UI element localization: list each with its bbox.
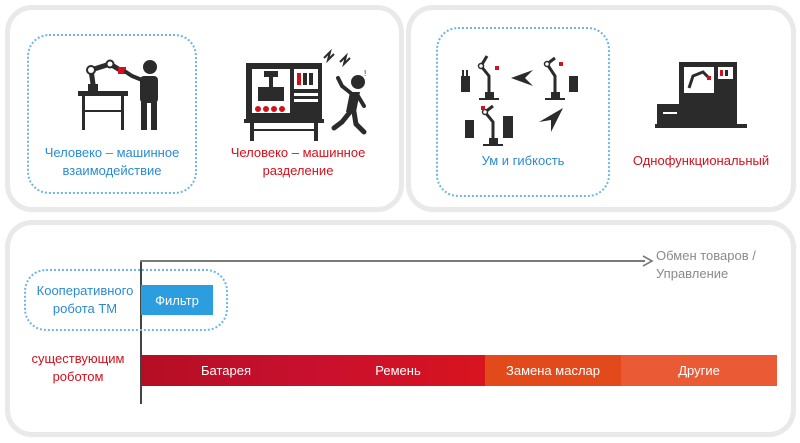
separation-label: Человеко – машинное разделение bbox=[230, 145, 366, 178]
caged-machine-icon bbox=[244, 63, 324, 141]
segment-battery: Батарея bbox=[141, 355, 311, 386]
segment-other: Другие bbox=[621, 355, 777, 386]
vertical-axis-line bbox=[140, 260, 142, 404]
collab-label: Человеко – машинное взаимодействие bbox=[44, 145, 180, 178]
flexibility-label: Ум и гибкость bbox=[481, 153, 565, 168]
cooperative-robot-label: Кооперативного робота ТМ bbox=[36, 283, 134, 316]
flexible-robot-cells-icon bbox=[461, 55, 578, 146]
application-timeline-card: Обмен товаров / Управление Кооперативног… bbox=[10, 225, 791, 432]
flexibility-highlight-box bbox=[436, 27, 610, 197]
single-function-machine-icon bbox=[655, 62, 747, 128]
existing-robot-label: существующим роботом bbox=[31, 351, 125, 384]
horizontal-axis-line bbox=[140, 260, 645, 262]
segment-belt: Ремень bbox=[311, 355, 485, 386]
human-robot-collaboration-icon bbox=[78, 59, 158, 130]
single-function-label: Однофункциональный bbox=[632, 153, 770, 168]
flexibility-vs-single-card: Ум и гибкость Однофункциональный bbox=[411, 10, 791, 207]
alarmed-person-icon: ! bbox=[323, 48, 367, 135]
collab-highlight-box bbox=[27, 34, 197, 194]
filter-bar: Фильтр bbox=[141, 285, 213, 315]
svg-text:!: ! bbox=[364, 69, 366, 78]
segment-oil-change: Замена маслар bbox=[485, 355, 621, 386]
axis-label: Обмен товаров / Управление bbox=[656, 248, 756, 281]
collab-vs-separation-card: Человеко – машинное взаимодействие ! Чел… bbox=[10, 10, 399, 207]
axis-arrow-head-icon bbox=[642, 255, 654, 267]
cooperative-robot-highlight-box bbox=[24, 269, 228, 331]
